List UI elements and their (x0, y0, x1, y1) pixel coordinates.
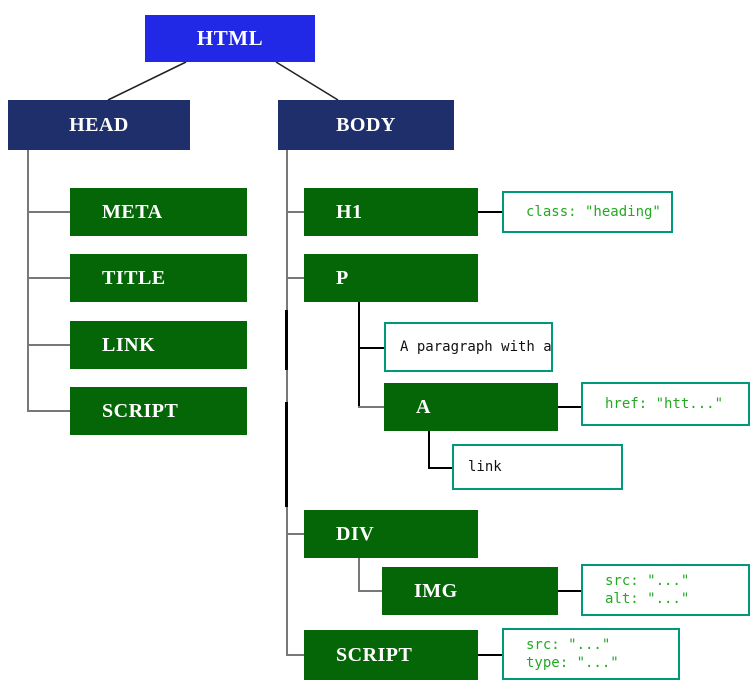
img-attr-connector (558, 590, 584, 592)
h1-attr-connector (478, 211, 504, 213)
body-branch-p (286, 277, 306, 279)
attrbox-a-href: href: "htt..." (581, 382, 750, 426)
body-branch-div (286, 533, 306, 535)
head-branch-link (27, 344, 72, 346)
attrbox-script-src-type: src: "..." type: "..." (502, 628, 680, 680)
node-a-label: A (416, 395, 431, 418)
node-body-script-label: SCRIPT (336, 643, 413, 666)
node-meta-label: META (102, 200, 163, 223)
node-p-label: P (336, 266, 349, 289)
p-branch-textnode (358, 347, 386, 349)
node-img[interactable]: IMG (382, 567, 558, 615)
head-branch-script (27, 410, 72, 412)
attrbox-h1-class: class: "heading" (502, 191, 673, 233)
p-branch-a (358, 406, 386, 408)
a-subtrunk-line (428, 430, 430, 468)
node-link-label: LINK (102, 333, 156, 356)
a-branch-linktext (428, 467, 454, 469)
attrbox-img-alt: alt: "..." (605, 591, 690, 607)
textnode-paragraph: A paragraph with a (384, 322, 553, 372)
attrbox-img-src: src: "..." (605, 573, 690, 589)
node-html[interactable]: HTML (145, 15, 315, 62)
body-trunk-line-seg3 (286, 370, 288, 402)
textnode-link-value: link (468, 459, 502, 475)
attrbox-script-src: src: "..." (526, 637, 611, 653)
attrbox-a-href-line1: href: "htt..." (605, 396, 724, 412)
body-trunk-line-seg2 (285, 310, 288, 370)
attrbox-script-type: type: "..." (526, 655, 619, 671)
body-branch-h1 (286, 211, 306, 213)
node-a[interactable]: A (384, 383, 558, 431)
body-trunk-line-seg4 (285, 402, 288, 507)
node-div[interactable]: DIV (304, 510, 478, 558)
head-trunk-line (27, 150, 29, 412)
node-img-label: IMG (414, 579, 458, 602)
node-link[interactable]: LINK (70, 321, 247, 369)
div-subtrunk-line (358, 557, 360, 592)
node-html-label: HTML (196, 26, 264, 50)
node-h1-label: H1 (336, 200, 363, 223)
textnode-paragraph-value: A paragraph with a (400, 339, 552, 355)
node-head-script-label: SCRIPT (102, 399, 179, 422)
a-attr-connector (558, 406, 584, 408)
body-branch-script (286, 654, 306, 656)
p-subtrunk-line (358, 300, 360, 408)
node-body-script[interactable]: SCRIPT (304, 630, 478, 680)
node-title[interactable]: TITLE (70, 254, 247, 302)
body-trunk-line-seg5 (286, 507, 288, 655)
textnode-link: link (452, 444, 623, 490)
node-title-label: TITLE (102, 266, 166, 289)
div-branch-img (358, 590, 384, 592)
script-attr-connector (478, 654, 504, 656)
node-head[interactable]: HEAD (8, 100, 190, 150)
head-branch-title (27, 277, 72, 279)
body-trunk-line-seg1 (286, 150, 288, 310)
node-h1[interactable]: H1 (304, 188, 478, 236)
head-branch-meta (27, 211, 72, 213)
node-body-label: BODY (336, 113, 396, 136)
attrbox-img-src-alt: src: "..." alt: "..." (581, 564, 750, 616)
node-body[interactable]: BODY (278, 100, 454, 150)
node-meta[interactable]: META (70, 188, 247, 236)
node-head-label: HEAD (69, 113, 129, 136)
node-p[interactable]: P (304, 254, 478, 302)
node-head-script[interactable]: SCRIPT (70, 387, 247, 435)
node-div-label: DIV (336, 522, 375, 545)
attrbox-h1-class-line1: class: "heading" (526, 204, 661, 220)
